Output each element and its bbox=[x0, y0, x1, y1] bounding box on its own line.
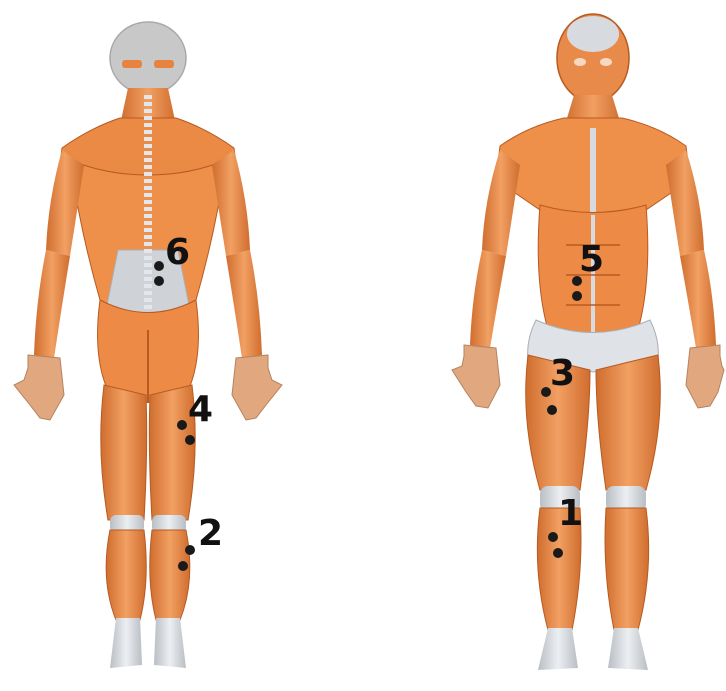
posterior-right-hand bbox=[232, 355, 282, 420]
posterior-right-foot bbox=[154, 618, 186, 668]
posterior-head bbox=[110, 22, 186, 94]
marker-3-dot bbox=[547, 405, 557, 415]
marker-2-dot bbox=[185, 545, 195, 555]
posterior-left-forearm bbox=[34, 250, 70, 358]
anterior-left-upper-arm bbox=[482, 150, 520, 256]
marker-1-dot bbox=[553, 548, 563, 558]
anterior-right-forearm bbox=[680, 250, 716, 348]
posterior-right-forearm bbox=[226, 250, 262, 358]
marker-4-label: 4 bbox=[188, 389, 213, 430]
marker-6-label: 6 bbox=[165, 232, 190, 273]
posterior-left-hand bbox=[14, 355, 64, 420]
anterior-right-hand bbox=[686, 345, 724, 408]
anterior-left-foot bbox=[538, 628, 578, 670]
marker-1-dot bbox=[548, 532, 558, 542]
marker-3-label: 3 bbox=[550, 353, 575, 394]
marker-1-label: 1 bbox=[558, 493, 583, 534]
posterior-right-calf bbox=[150, 530, 190, 620]
anterior-left-hand bbox=[452, 345, 500, 408]
marker-5-label: 5 bbox=[579, 239, 604, 280]
anterior-right-shin bbox=[605, 508, 649, 630]
marker-2-dot bbox=[178, 561, 188, 571]
anterior-right-thigh bbox=[596, 355, 660, 490]
marker-5-dot bbox=[572, 291, 582, 301]
posterior-head-muscle-right bbox=[154, 60, 174, 68]
marker-6-dot bbox=[154, 261, 164, 271]
marker-2-label: 2 bbox=[198, 513, 223, 554]
posterior-left-foot bbox=[110, 618, 142, 668]
anterior-right-foot bbox=[608, 628, 648, 670]
posterior-figure bbox=[14, 22, 282, 668]
posterior-left-calf bbox=[106, 530, 146, 620]
anterior-right-upper-arm bbox=[666, 150, 704, 256]
anterior-figure bbox=[452, 14, 724, 670]
anterior-left-forearm bbox=[470, 250, 506, 348]
posterior-left-thigh bbox=[101, 385, 147, 520]
marker-4-dot bbox=[177, 420, 187, 430]
marker-6-dot bbox=[154, 276, 164, 286]
marker-4-dot bbox=[185, 435, 195, 445]
posterior-head-muscle-left bbox=[122, 60, 142, 68]
